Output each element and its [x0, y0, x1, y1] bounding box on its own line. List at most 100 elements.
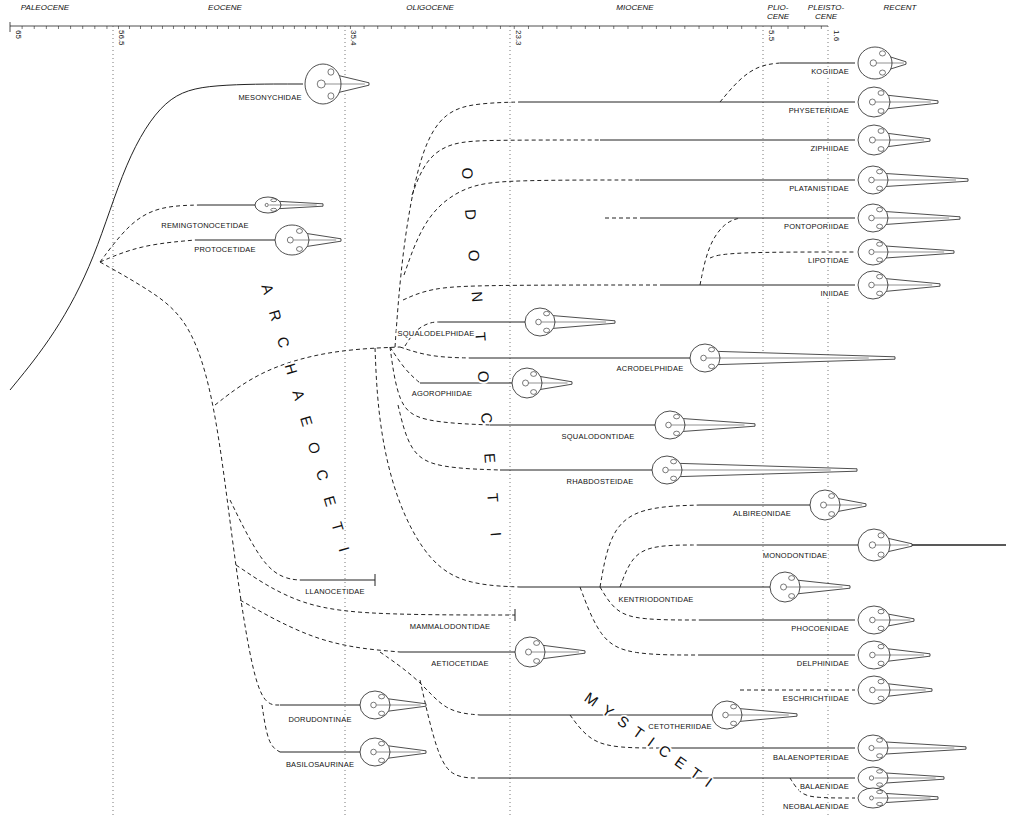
family-label: PROTOCETIDAE	[193, 246, 256, 254]
phylogeny-branch	[780, 63, 855, 64]
phylogeny-branch	[580, 587, 700, 655]
family-label: NEOBALAENIDAE	[782, 803, 850, 811]
phylogeny-branch	[262, 705, 280, 752]
family-label: PLATANISTIDAE	[788, 185, 850, 193]
midline	[532, 652, 580, 653]
skull-drawing	[858, 271, 940, 299]
family-label: PHYSETERIDAE	[788, 107, 850, 115]
naris	[869, 177, 875, 183]
family-label: SQUALODONTIDAE	[561, 433, 636, 441]
naris	[869, 99, 875, 105]
midline	[529, 383, 568, 384]
skull-drawing	[858, 676, 932, 704]
axis-tick	[151, 26, 152, 29]
orbit	[877, 790, 883, 793]
axis-tick	[261, 26, 262, 29]
orbit	[877, 224, 883, 228]
orbit	[379, 758, 385, 762]
orbit	[878, 644, 884, 648]
phylogeny-branch	[640, 218, 855, 219]
orbit	[878, 552, 884, 557]
skull-drawing	[858, 767, 944, 789]
axis-tick	[239, 26, 240, 29]
group-name: ODONTOCETI	[456, 137, 506, 567]
axis-tick	[316, 26, 317, 29]
epoch-boundary	[510, 26, 511, 816]
skull-drawing	[690, 344, 895, 372]
axis-tick	[571, 26, 572, 29]
skull-drawing	[360, 738, 426, 766]
phylogeny-branch	[490, 425, 655, 426]
midline	[875, 218, 950, 219]
phylogeny-branch	[300, 580, 375, 581]
phylogeny-branch	[404, 180, 640, 275]
orbit	[671, 476, 677, 480]
family-label: ACRODELPHIDAE	[616, 365, 685, 373]
axis-tick	[250, 26, 251, 29]
naris	[371, 749, 377, 755]
phylogeny-branch	[600, 587, 700, 620]
orbit	[878, 109, 884, 114]
axis-tick	[217, 26, 218, 29]
family-label: LIPOTIDAE	[807, 257, 850, 265]
phylogeny-branch	[660, 748, 855, 749]
skull-drawing	[858, 125, 930, 155]
naris	[663, 467, 669, 473]
orbit	[878, 626, 884, 630]
axis-tick	[327, 26, 328, 29]
axis-tick	[305, 26, 306, 29]
orbit	[296, 247, 302, 252]
axis-tick	[173, 26, 174, 29]
skull-drawing	[858, 47, 906, 79]
axis-tick	[486, 26, 487, 29]
axis-tick	[294, 26, 295, 29]
midline	[294, 240, 337, 241]
axis-tick	[642, 26, 643, 29]
axis-tick	[755, 26, 756, 29]
midline	[377, 705, 421, 706]
phylogeny-branch	[640, 180, 855, 181]
phylogeny-branch	[790, 778, 855, 798]
naris	[523, 380, 529, 386]
orbit	[877, 738, 883, 742]
midline	[877, 63, 904, 64]
orbit	[877, 802, 883, 805]
family-label: AETIOCETIDAE	[430, 660, 489, 668]
naris	[781, 584, 787, 590]
orbit	[709, 347, 715, 351]
naris	[870, 617, 876, 623]
phylogeny-branch	[520, 587, 770, 588]
orbit	[671, 459, 677, 463]
axis-tick	[599, 26, 600, 29]
axis-tick	[727, 26, 728, 29]
epoch-boundary	[763, 26, 764, 816]
naris	[821, 502, 827, 508]
orbit	[879, 70, 885, 75]
orbit	[829, 512, 835, 517]
orbit	[877, 207, 883, 211]
midline	[269, 205, 316, 206]
naris	[536, 319, 542, 325]
skull-drawing	[858, 166, 968, 194]
axis-tick	[129, 26, 130, 29]
phylogeny-branch	[375, 574, 376, 586]
branch-group	[10, 63, 858, 798]
epoch-boundary	[345, 26, 346, 816]
skull-drawing	[858, 641, 930, 669]
family-label: INIIDAE	[820, 290, 851, 298]
naris	[869, 249, 874, 254]
axis-tick	[405, 26, 406, 29]
axis-tick	[82, 26, 83, 29]
axis-tick	[741, 26, 742, 29]
naris	[287, 237, 293, 243]
epoch-label: EOCENE	[208, 4, 242, 13]
phylogeny-branch	[515, 609, 516, 621]
phylogeny-branch	[620, 545, 700, 587]
phylogeny-branch	[700, 545, 858, 546]
epoch-label: RECENT	[884, 4, 917, 13]
midline	[875, 252, 945, 253]
axis-tick	[432, 26, 433, 29]
axis-tick	[821, 26, 822, 29]
orbit	[731, 704, 737, 708]
